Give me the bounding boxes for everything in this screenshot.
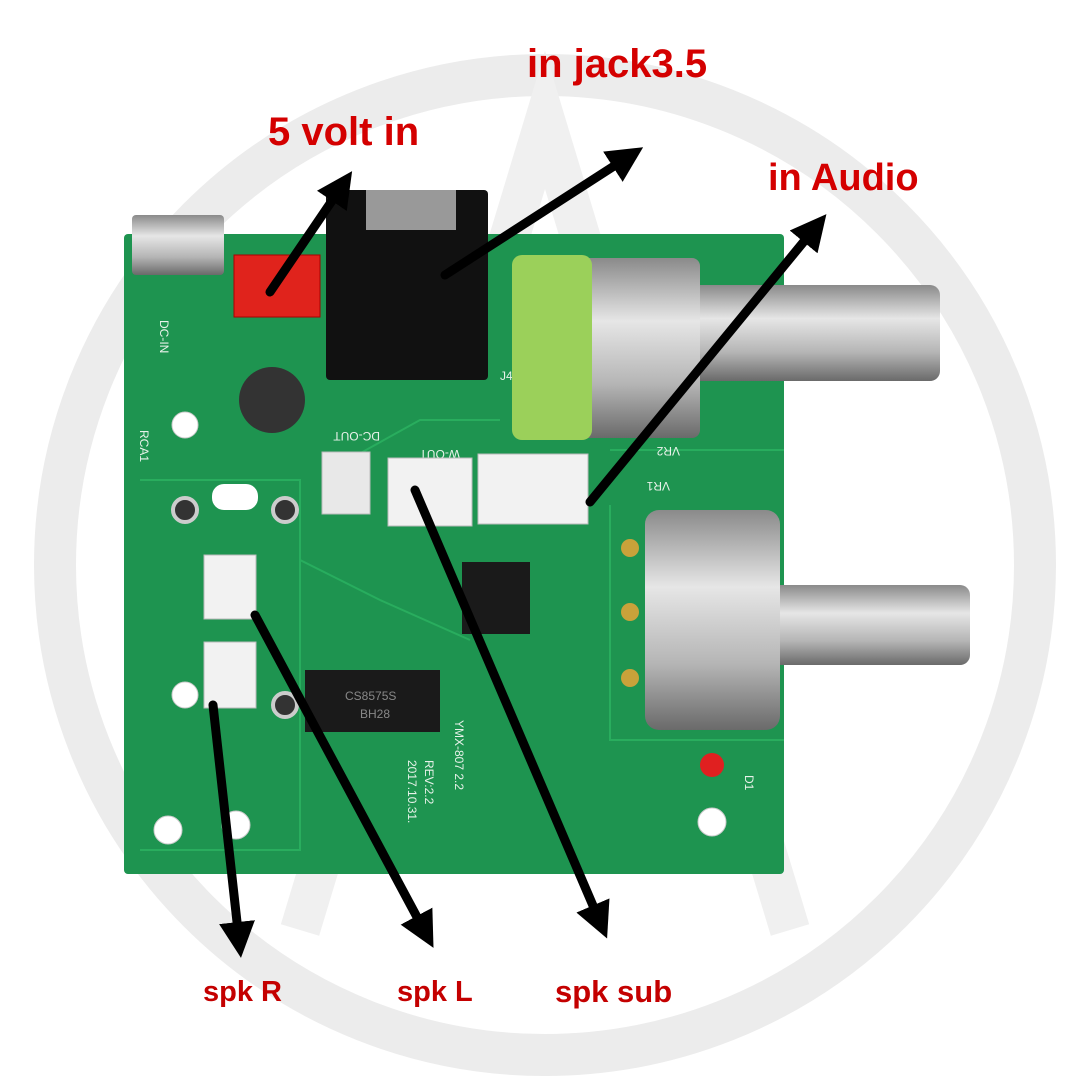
r-out-connector	[203, 641, 257, 709]
label-5-volt-in: 5 volt in	[268, 110, 420, 154]
capacitor	[239, 367, 305, 433]
silk-d1: D1	[742, 775, 756, 791]
chip-label: CS8575S	[345, 689, 396, 703]
audio-in-connector	[477, 453, 589, 525]
label-spk-l: spk L	[397, 976, 473, 1008]
silk-rev: REV:2.2	[422, 760, 436, 805]
chip-code: BH28	[360, 707, 390, 721]
arrow-in-audio	[585, 214, 827, 507]
audio-jack	[326, 190, 488, 380]
silk-j4: J4	[500, 369, 513, 383]
pot-shaft-bottom	[770, 585, 970, 665]
micro-usb-port	[132, 215, 224, 275]
arrow-spk-r	[208, 700, 255, 958]
l-out-connector	[203, 554, 257, 620]
silk-dc-in: DC-IN	[157, 320, 171, 353]
silk-dc-out: DC-OUT	[333, 429, 380, 443]
amplifier-chip	[305, 670, 440, 732]
silk-vr1: VR1	[646, 479, 670, 493]
label-in-jack: in jack3.5	[527, 42, 708, 86]
arrow-in-jack	[440, 147, 644, 280]
volume-pot-top	[580, 258, 700, 438]
silk-date: 2017.10.31.	[405, 760, 419, 823]
volume-pot-bottom	[645, 510, 780, 730]
led	[700, 753, 724, 777]
silk-vr2: VR2	[656, 444, 680, 458]
label-spk-r: spk R	[203, 976, 282, 1008]
silk-rca: RCA1	[137, 430, 151, 462]
silk-model: YMX-807 2.2	[452, 720, 466, 790]
arrow-5-volt-in	[265, 171, 353, 297]
arrow-spk-sub	[410, 485, 610, 939]
label-spk-sub: spk sub	[555, 974, 673, 1009]
label-in-audio: in Audio	[768, 157, 919, 199]
components: CS8575S BH28	[132, 190, 970, 777]
arrow-spk-l	[250, 610, 434, 948]
